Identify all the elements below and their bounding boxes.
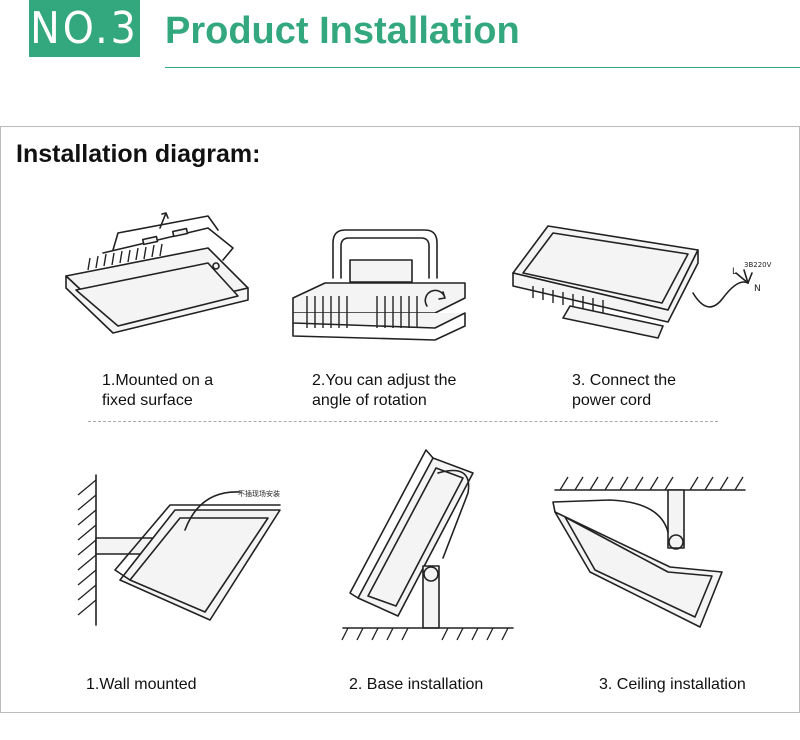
diagram-heading: Installation diagram: [16,140,261,168]
base-installation-illustration [341,449,514,641]
power-spec-label: 3B220V [744,261,772,269]
caption-power-cord: 3. Connect the power cord [572,372,677,409]
power-cord-illustration: L N 3B220V [512,225,772,339]
row-divider [88,421,718,422]
fixed-surface-illustration [65,212,249,334]
caption-wall-mounted: 1.Wall mounted [86,676,197,693]
section-number-badge: NO.3 [29,0,140,57]
adjustable-angle-illustration [292,229,466,341]
title-underline [165,67,800,68]
wall-mounted-illustration: 不插现场安装 [77,474,281,626]
page-title: Product Installation [165,10,520,52]
ceiling-installation-illustration [552,476,746,628]
caption-fixed-surface: 1.Mounted on a fixed surface [102,372,214,409]
caption-base-installation: 2. Base installation [349,676,484,693]
wire-l-label: L [732,267,737,277]
wire-n-label: N [754,284,761,294]
caption-adjust-angle: 2.You can adjust the angle of rotation [312,372,457,409]
wall-mount-note: 不插现场安装 [238,489,280,498]
caption-ceiling-installation: 3. Ceiling installation [599,676,746,693]
